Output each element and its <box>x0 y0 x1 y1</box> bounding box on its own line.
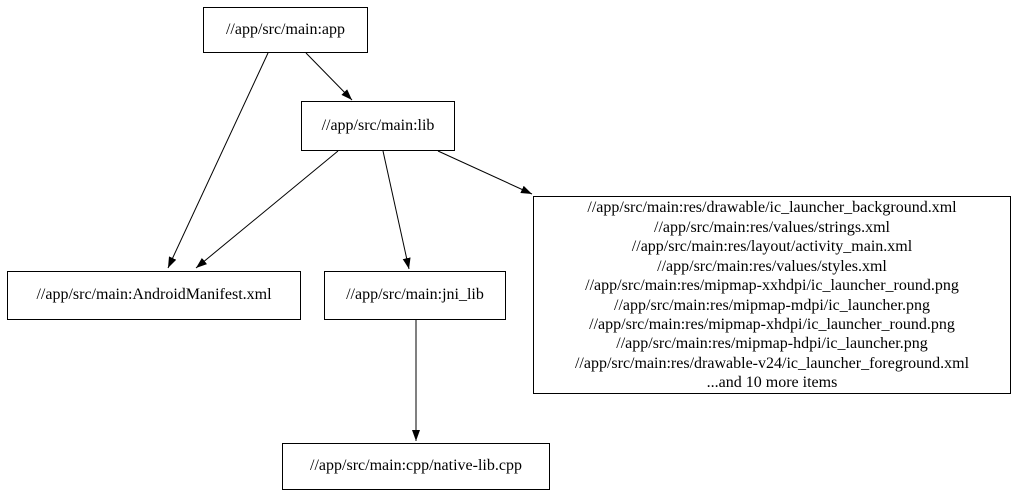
node-jnilib-label: //app/src/main:jni_lib <box>346 286 484 304</box>
node-jnilib: //app/src/main:jni_lib <box>324 271 506 320</box>
edge-app-to-lib <box>305 52 353 101</box>
node-resgroup-line: //app/src/main:res/mipmap-mdpi/ic_launch… <box>614 296 930 314</box>
node-androidmanifest-label: //app/src/main:AndroidManifest.xml <box>36 286 272 304</box>
node-resgroup-line: //app/src/main:res/mipmap-xxhdpi/ic_laun… <box>585 277 959 295</box>
node-resgroup-line: //app/src/main:res/layout/activity_main.… <box>631 238 913 256</box>
node-androidmanifest: //app/src/main:AndroidManifest.xml <box>7 271 301 320</box>
node-lib-label: //app/src/main:lib <box>321 116 435 134</box>
node-resgroup-line: //app/src/main:res/values/strings.xml <box>654 218 890 236</box>
edge-app-to-androidmanifest <box>167 52 269 269</box>
node-nativelib-label: //app/src/main:cpp/native-lib.cpp <box>310 457 522 475</box>
edge-lib-to-androidmanifest <box>195 150 339 269</box>
edge-lib-to-resgroup <box>437 150 533 195</box>
node-app: //app/src/main:app <box>203 7 368 53</box>
node-lib: //app/src/main:lib <box>301 101 455 151</box>
node-resgroup-line: //app/src/main:res/mipmap-hdpi/ic_launch… <box>616 335 928 353</box>
node-resgroup-line: //app/src/main:res/mipmap-xhdpi/ic_launc… <box>589 315 955 333</box>
node-resgroup: //app/src/main:res/drawable/ic_launcher_… <box>533 196 1011 394</box>
node-resgroup-line: //app/src/main:res/drawable/ic_launcher_… <box>587 199 957 217</box>
node-nativelib: //app/src/main:cpp/native-lib.cpp <box>282 443 550 490</box>
edge-lib-to-jnilib <box>382 150 411 270</box>
node-resgroup-more-items: ...and 10 more items <box>706 374 838 392</box>
node-resgroup-line: //app/src/main:res/values/styles.xml <box>657 257 887 275</box>
node-app-label: //app/src/main:app <box>225 20 346 38</box>
node-resgroup-line: //app/src/main:res/drawable-v24/ic_launc… <box>574 354 970 372</box>
